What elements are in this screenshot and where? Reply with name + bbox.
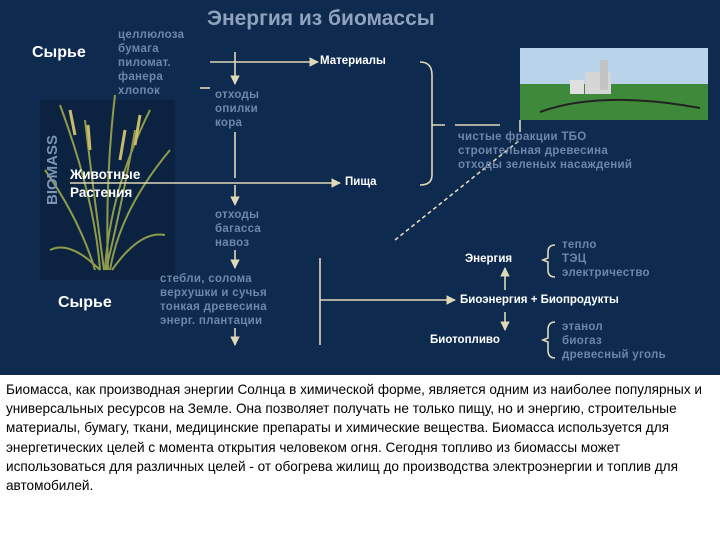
list-item: багасса [215,222,261,236]
list-item: навоз [215,236,261,250]
list-item: верхушки и сучья [160,286,267,300]
node-bioenergy: Биоэнергия + Биопродукты [460,295,619,307]
list-item: энерг. плантации [160,314,267,328]
list-item: тепло [562,238,650,252]
list-item: биогаз [562,334,666,348]
biomass-vertical-label: BIOMASS [44,135,61,205]
tbo-list: чистые фракции ТБО строительная древесин… [458,130,632,172]
raw-materials-list-1: целлюлоза бумага пиломат. фанера хлопок [118,28,184,98]
list-item: кора [215,116,259,130]
list-item: древесный уголь [562,348,666,362]
syrye-bottom-label: Сырье [58,295,112,311]
list-item: этанол [562,320,666,334]
node-materials: Материалы [320,56,386,68]
list-item: строительная древесина [458,144,632,158]
list-item: стебли, солома [160,272,267,286]
syrye-top-label: Сырье [32,45,86,61]
node-food: Пища [345,177,377,189]
list-item: пиломат. [118,56,184,70]
power-plant-picture [520,48,708,120]
slide-title: Энергия из биомассы [207,8,435,29]
list-item: чистые фракции ТБО [458,130,632,144]
list-item: целлюлоза [118,28,184,42]
list-item: ТЭЦ [562,252,650,266]
plants-label: Растения [70,186,132,200]
list-item: опилки [215,102,259,116]
list-item: фанера [118,70,184,84]
list-item: электричество [562,266,650,280]
animals-label: Животные [70,168,140,182]
waste-list-2: отходы багасса навоз [215,208,261,250]
node-energy: Энергия [465,254,512,266]
list-item: отходы зеленых насаждений [458,158,632,172]
list-item: отходы [215,208,261,222]
raw-materials-list-2: стебли, солома верхушки и сучья тонкая д… [160,272,267,328]
energy-list: тепло ТЭЦ электричество [562,238,650,280]
list-item: хлопок [118,84,184,98]
list-item: бумага [118,42,184,56]
list-item: отходы [215,88,259,102]
node-biofuel: Биотопливо [430,335,500,347]
biofuel-list: этанол биогаз древесный уголь [562,320,666,362]
list-item: тонкая древесина [160,300,267,314]
diagram-slide: Энергия из биомассы BIOMASS Сырье Сырье … [0,0,720,375]
waste-list-1: отходы опилки кора [215,88,259,130]
caption-text: Биомасса, как производная энергии Солнца… [6,380,718,495]
